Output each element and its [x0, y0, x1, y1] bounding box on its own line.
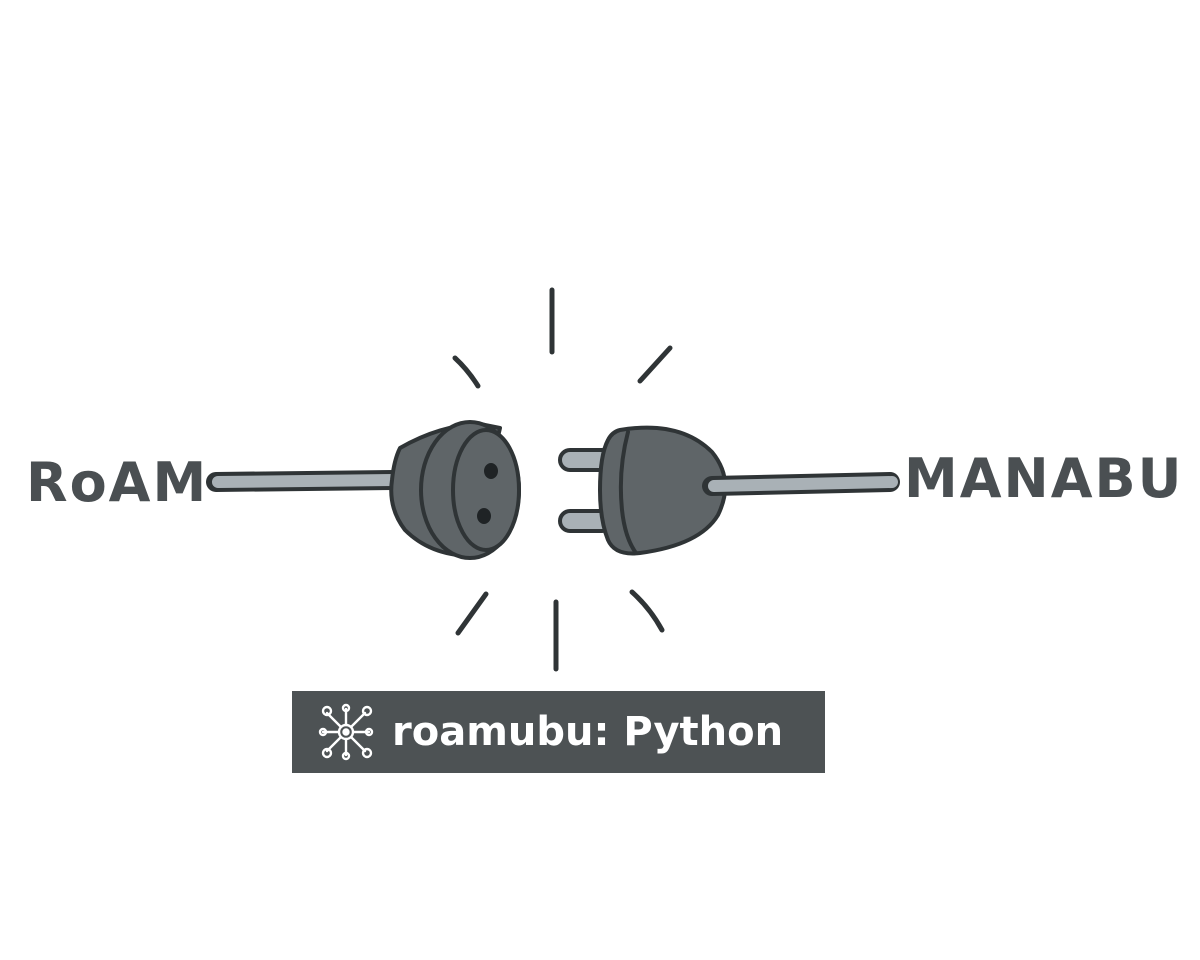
banner-title: roamubu: Python [392, 709, 784, 755]
right-cable [702, 472, 900, 496]
male-plug [598, 425, 728, 556]
socket-hole-top [484, 463, 498, 479]
socket-hole-bottom [477, 508, 491, 524]
spark-line-top-left [452, 355, 481, 389]
plug-prongs [558, 448, 614, 533]
roam-label: RoAM [26, 451, 209, 514]
left-cable [206, 470, 404, 492]
title-banner: roamubu: Python [292, 691, 825, 773]
manabu-label: MANABU [904, 447, 1184, 510]
socket-plug [389, 420, 521, 560]
spark-lines [452, 287, 673, 672]
spark-line-bottom-left [455, 591, 489, 636]
network-hub-icon [318, 703, 374, 761]
spark-line-top-right [637, 345, 673, 384]
spark-line-bottom-right [629, 589, 665, 633]
